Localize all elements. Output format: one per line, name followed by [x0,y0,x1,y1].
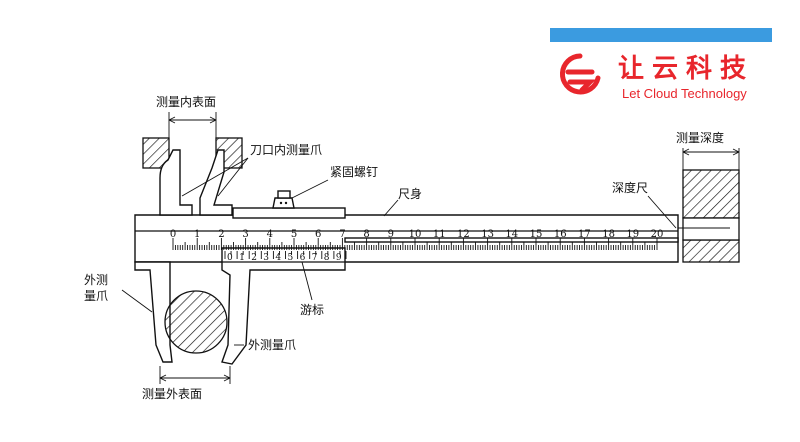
label-outer-surface: 测量外表面 [142,387,202,401]
main-scale-number: 4 [267,229,273,240]
main-scale-number: 5 [291,229,297,240]
vernier-number: 9 [336,253,342,263]
leader-lines [121,157,677,346]
vernier-number: 2 [251,253,257,263]
label-outer-jaw-left: 外测 量爪 [84,273,108,303]
outer-workpiece [159,290,231,384]
main-scale-number: 13 [481,229,494,240]
main-scale-number: 9 [388,229,394,240]
brand-logo: 让云科技 Let Cloud Technology [550,28,772,108]
main-scale-number: 7 [339,229,345,240]
label-depth-rod: 深度尺 [612,180,648,195]
main-scale-number: 14 [505,229,518,240]
main-scale-number: 2 [218,229,224,240]
main-scale-number: 16 [554,229,567,240]
label-blade-inner-jaw: 刀口内测量爪 [250,143,322,157]
vernier-number: 6 [300,253,306,263]
logo-mark-icon [559,53,601,95]
svg-text:外测: 外测 [84,273,108,287]
logo-accent-bar [550,28,772,42]
label-vernier: 游标 [300,303,324,317]
main-scale-number: 10 [409,229,422,240]
main-scale-number: 19 [626,229,639,240]
vernier-number: 5 [288,253,294,263]
vernier-number: 7 [312,253,318,263]
depth-workpiece [678,148,740,263]
vernier-number: 0 [227,253,233,263]
vernier-number: 1 [239,253,245,263]
vernier-number: 8 [324,253,330,263]
main-scale-number: 12 [457,229,470,240]
main-scale-number: 20 [651,229,664,240]
vernier-number: 4 [275,253,281,263]
inner-workpiece [142,112,243,169]
main-scale-number: 11 [433,229,446,240]
main-scale-number: 8 [363,229,369,240]
main-scale-number: 15 [530,229,543,240]
logo-name-en: Let Cloud Technology [622,86,747,101]
main-scale-number: 18 [602,229,615,240]
vernier-number: 3 [263,253,269,263]
main-scale-number: 17 [578,229,591,240]
main-scale-number: 6 [315,229,321,240]
svg-text:量爪: 量爪 [84,289,108,303]
label-depth-measure: 测量深度 [676,130,724,145]
logo-name-cn: 让云科技 [618,54,755,84]
label-inner-surface: 测量内表面 [156,95,216,109]
label-lock-screw: 紧固螺钉 [330,165,378,179]
label-outer-jaw-right: 外测量爪 [248,338,296,352]
label-main-scale: 尺身 [398,186,422,201]
main-scale-number: 1 [194,229,200,240]
main-scale-number: 3 [242,229,248,240]
main-scale-number: 0 [170,229,176,240]
caliper-body [134,149,679,365]
